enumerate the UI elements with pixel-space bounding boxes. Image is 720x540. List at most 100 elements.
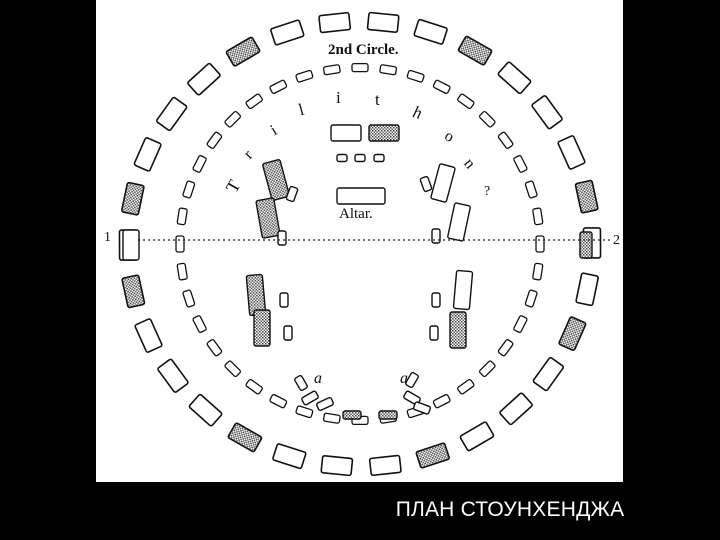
inner-stone [405, 371, 419, 389]
inner-stone [412, 401, 432, 415]
outer-stone [157, 358, 189, 393]
second-circle-stone [206, 131, 223, 149]
second-circle-stone [322, 412, 341, 424]
outer-stone [497, 61, 532, 95]
second-circle-stone [245, 93, 263, 110]
outer-stone [121, 181, 145, 216]
outer-stone [121, 274, 146, 309]
second-circle-stone [524, 289, 538, 308]
outer-stone [574, 179, 599, 214]
outer-stone [575, 272, 599, 307]
inner-stone [447, 202, 471, 242]
inner-stone [368, 124, 400, 142]
outer-stone [457, 35, 493, 66]
second-circle-stone [176, 207, 188, 226]
second-circle-stone [192, 155, 207, 173]
second-circle-stone [457, 378, 475, 395]
altar-label: Altar. [339, 206, 373, 222]
outer-stone [413, 18, 448, 45]
inner-stone [452, 269, 474, 311]
trilithon-horseshoe [122, 124, 593, 420]
inner-stone [253, 309, 271, 347]
inner-stone [579, 231, 593, 259]
outer-stone [187, 62, 221, 96]
outer-stone [188, 393, 223, 427]
inner-stone [373, 153, 385, 163]
outer-stone [318, 11, 352, 34]
inner-stone [277, 230, 287, 246]
axis-right-label: 2 [613, 233, 620, 248]
second-circle-stone [513, 155, 528, 173]
trilithon-letter-t2: t [375, 90, 380, 109]
marker-a-left: a [314, 370, 322, 387]
outer-stone [368, 454, 402, 477]
inner-stone [354, 153, 366, 163]
stonehenge-plan-diagram: 2nd Circle. Altar. 1 2 T r i l i t h o n… [96, 0, 623, 482]
outer-stone [558, 316, 587, 351]
second-circle-stone [432, 394, 451, 409]
trilithon-question-mark: ? [484, 184, 491, 199]
second-circle-label: 2nd Circle. [328, 42, 399, 58]
inner-stone [336, 153, 348, 163]
second-circle-stone [322, 64, 341, 76]
second-circle-stone [478, 110, 496, 128]
second-circle-stone [175, 235, 185, 253]
second-circle-stone [182, 289, 196, 308]
inner-stone [431, 228, 441, 244]
inner-stone [301, 390, 319, 406]
outer-stone [532, 356, 565, 392]
second-circle-stone [295, 405, 314, 419]
outer-stone [272, 443, 307, 470]
inner-stone [449, 311, 467, 349]
second-circle-stone [513, 315, 528, 333]
outer-stone [225, 36, 261, 67]
second-circle-stone [497, 339, 514, 357]
inner-stone [283, 325, 293, 341]
second-circle-stone [432, 79, 451, 94]
second-circle-stone [497, 131, 514, 149]
outer-stone [227, 422, 263, 453]
second-circle-stone [269, 394, 288, 409]
outer-stone [499, 392, 533, 426]
marker-a-right: a [400, 370, 408, 387]
plan-drawing [118, 11, 611, 477]
outer-stone [531, 95, 563, 130]
second-circle-stone [224, 110, 242, 128]
inner-stone [336, 187, 386, 205]
second-circle-stone [535, 235, 545, 253]
second-circle-bluestones [175, 62, 545, 426]
second-circle-stone [379, 64, 398, 76]
inner-stone [285, 185, 299, 203]
inner-stone [419, 175, 433, 193]
second-circle-stone [478, 360, 496, 378]
outer-stone [459, 421, 495, 452]
inner-stone [262, 159, 290, 201]
second-circle-stone [406, 69, 425, 83]
inner-stone [431, 292, 441, 308]
outer-stone [366, 11, 400, 33]
outer-stone [320, 455, 354, 477]
inner-stone [255, 197, 281, 239]
inner-stone [122, 229, 140, 261]
second-circle-stone [182, 180, 196, 199]
second-circle-stone [224, 360, 242, 378]
second-circle-stone [192, 315, 207, 333]
second-circle-stone [532, 207, 544, 226]
inner-stone [279, 292, 289, 308]
inner-stone [342, 410, 362, 420]
outer-stone [155, 96, 188, 132]
inner-stone [294, 374, 308, 392]
second-circle-stone [245, 378, 263, 395]
second-circle-stone [269, 79, 288, 94]
second-circle-stone [351, 62, 369, 73]
inner-stone [330, 124, 362, 142]
outer-stone [557, 135, 586, 170]
second-circle-stone [295, 69, 314, 83]
axis-left-label: 1 [104, 230, 111, 245]
outer-sarsen-circle [118, 11, 602, 477]
trilithon-letter-i2: i [336, 88, 341, 107]
inner-stone [429, 325, 439, 341]
second-circle-stone [176, 262, 188, 281]
outer-stone [133, 137, 162, 172]
outer-stone [134, 318, 163, 353]
